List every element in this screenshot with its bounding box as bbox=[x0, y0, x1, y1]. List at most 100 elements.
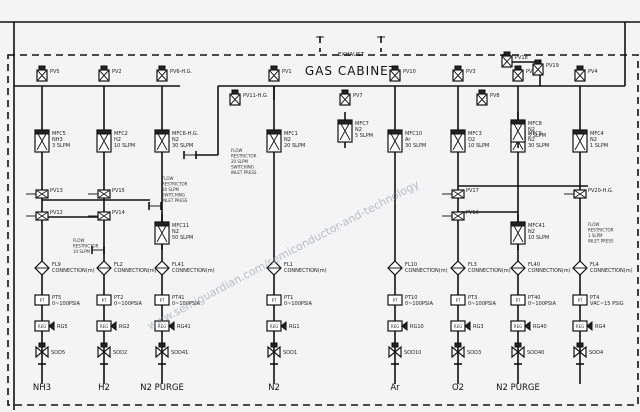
gas-name: N2 PURGE bbox=[496, 383, 540, 393]
mfc-label: N2 bbox=[284, 137, 291, 143]
filter-icon bbox=[510, 260, 526, 276]
filter-label: CONNECTION(m) bbox=[172, 268, 215, 274]
gas-name: H2 bbox=[98, 383, 110, 393]
note-label: INLET PRESS bbox=[231, 170, 257, 175]
pneumatic-valve-icon bbox=[88, 211, 111, 221]
mfc-label: 5 SLPM bbox=[355, 133, 373, 139]
mfc-label: 30 SLPM bbox=[172, 143, 193, 149]
mfc-label: MFC11 bbox=[172, 223, 189, 229]
valve-label: PV7 bbox=[353, 93, 363, 99]
valve-label: PV16 bbox=[466, 210, 479, 216]
mfc-label: 30 SLPM bbox=[405, 143, 426, 149]
pt-symbol: PT bbox=[516, 298, 521, 303]
pt-symbol: PT bbox=[102, 298, 107, 303]
flow-restrictor-icon bbox=[183, 151, 197, 159]
shutoff-valve-icon bbox=[155, 342, 169, 359]
valve-icon bbox=[98, 65, 110, 82]
pt-label: 0~100PSIA bbox=[468, 301, 497, 307]
valve-label: PV1 bbox=[282, 69, 292, 75]
valve-label: PV3 bbox=[466, 69, 476, 75]
mfc-label: N2 bbox=[528, 127, 535, 133]
sod-label: SOD10 bbox=[404, 350, 421, 356]
mfc-label: MFC9 bbox=[528, 131, 542, 137]
filter-icon bbox=[572, 260, 588, 276]
note-label: INLET PRESS bbox=[162, 198, 188, 203]
valve-icon bbox=[476, 89, 488, 106]
note-label: FLOW bbox=[588, 222, 600, 227]
mfc-icon bbox=[337, 119, 353, 143]
filter-label: CONNECTION(m) bbox=[468, 268, 511, 274]
reg-label: RG10 bbox=[410, 324, 424, 330]
mfc-label: N2 bbox=[590, 137, 597, 143]
regulator-icon: REG bbox=[154, 320, 175, 332]
mfc-label: 50 SLPM bbox=[172, 235, 193, 241]
mfc-label: 5 SLPM bbox=[528, 133, 546, 139]
gas-name: Ar bbox=[390, 383, 400, 393]
pressure-transducer-icon: PT bbox=[96, 294, 112, 306]
regulator-icon: REG bbox=[34, 320, 55, 332]
valve-label: PV10 bbox=[403, 69, 416, 75]
mfc-label: MFC2 bbox=[114, 131, 128, 137]
gas-name: NH3 bbox=[33, 383, 51, 393]
mfc-label: MFC3 bbox=[468, 131, 482, 137]
pressure-transducer-icon: PT bbox=[154, 294, 170, 306]
note-label: FLOW bbox=[73, 238, 85, 243]
regulator-icon: REG bbox=[572, 320, 593, 332]
pt-symbol: PT bbox=[578, 298, 583, 303]
reg-label: RG3 bbox=[473, 324, 484, 330]
valve-icon bbox=[389, 65, 401, 82]
cabinet-title: GAS CABINET bbox=[305, 64, 397, 78]
mfc-label: MFC5 bbox=[52, 131, 66, 137]
filter-label: FL2 bbox=[114, 262, 123, 268]
mfc-icon bbox=[96, 129, 112, 153]
exhaust-label: EXHAUST bbox=[338, 52, 365, 58]
filter-label: CONNECTION(m) bbox=[405, 268, 448, 274]
pt-label: VAC~15 PSIG bbox=[590, 301, 624, 307]
filter-label: CONNECTION(m) bbox=[284, 268, 327, 274]
regulator-icon: REG bbox=[266, 320, 287, 332]
pressure-transducer-icon: PT bbox=[387, 294, 403, 306]
mfc-icon bbox=[34, 129, 50, 153]
mfc-label: MFC41 bbox=[528, 223, 545, 229]
note-label: FLOW bbox=[162, 176, 174, 181]
valve-label: PV12 bbox=[50, 210, 63, 216]
pt-symbol: PT bbox=[393, 298, 398, 303]
mfc-icon bbox=[450, 129, 466, 153]
filter-icon bbox=[450, 260, 466, 276]
shutoff-valve-icon bbox=[97, 342, 111, 359]
mfc-icon bbox=[572, 129, 588, 153]
shutoff-valve-icon bbox=[451, 342, 465, 359]
pt-label: PT4 bbox=[590, 295, 599, 301]
mfc-label: MFC7 bbox=[355, 121, 369, 127]
filter-icon bbox=[96, 260, 112, 276]
mfc-label: MFC10 bbox=[405, 131, 422, 137]
mfc-label: Ar bbox=[405, 137, 411, 143]
valve-icon bbox=[339, 89, 351, 106]
filter-icon bbox=[387, 260, 403, 276]
filter-label: FL40 bbox=[528, 262, 540, 268]
pt-symbol: PT bbox=[160, 298, 165, 303]
mfc-label: 1 SLPM bbox=[590, 143, 608, 149]
sod-label: SOD2 bbox=[113, 350, 127, 356]
valve-icon bbox=[452, 65, 464, 82]
pt-symbol: PT bbox=[456, 298, 461, 303]
mfc-label: H2 bbox=[114, 137, 121, 143]
flow-restrictor-icon bbox=[148, 202, 162, 210]
note-label: RESTRICTOR bbox=[162, 182, 188, 187]
valve-label: PV6-H.G. bbox=[170, 69, 193, 75]
valve-icon bbox=[501, 51, 513, 68]
filter-label: FL1 bbox=[284, 262, 293, 268]
mfc-icon bbox=[510, 119, 526, 143]
note-label: RESTRICTOR bbox=[231, 154, 257, 159]
mfc-icon bbox=[510, 221, 526, 245]
pneumatic-valve-icon bbox=[88, 189, 111, 199]
note-label: INLET PRESS bbox=[588, 239, 614, 244]
